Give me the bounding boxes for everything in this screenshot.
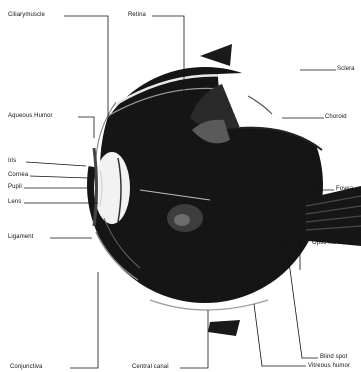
- label-choroid: Choroid: [325, 114, 347, 121]
- label-ligament: Ligament: [8, 234, 33, 241]
- label-sclera: Sclera: [337, 66, 355, 73]
- label-optic-nerve: Optic nerve: [312, 240, 344, 247]
- label-blind-spot: Blind spot: [320, 354, 347, 361]
- label-vitreous-humor: Vitreous humor: [308, 363, 350, 370]
- lens: [94, 152, 130, 224]
- label-retina: Retina: [128, 12, 146, 19]
- label-pupil: Pupil: [8, 184, 22, 191]
- label-lens: Lens: [8, 199, 21, 206]
- lower-tab: [208, 320, 240, 336]
- label-aqueous-humor: Aqueous Humor: [8, 113, 53, 120]
- label-fovea: Fovea: [336, 186, 353, 193]
- label-central-canal: Central canal: [132, 364, 169, 371]
- upper-tab: [200, 44, 232, 66]
- label-cornea: Cornea: [8, 172, 28, 179]
- label-ciliary-muscle: Ciliarymuscle: [8, 12, 45, 19]
- label-conjunctiva: Conjunctiva: [10, 364, 42, 371]
- label-iris: Iris: [8, 158, 16, 165]
